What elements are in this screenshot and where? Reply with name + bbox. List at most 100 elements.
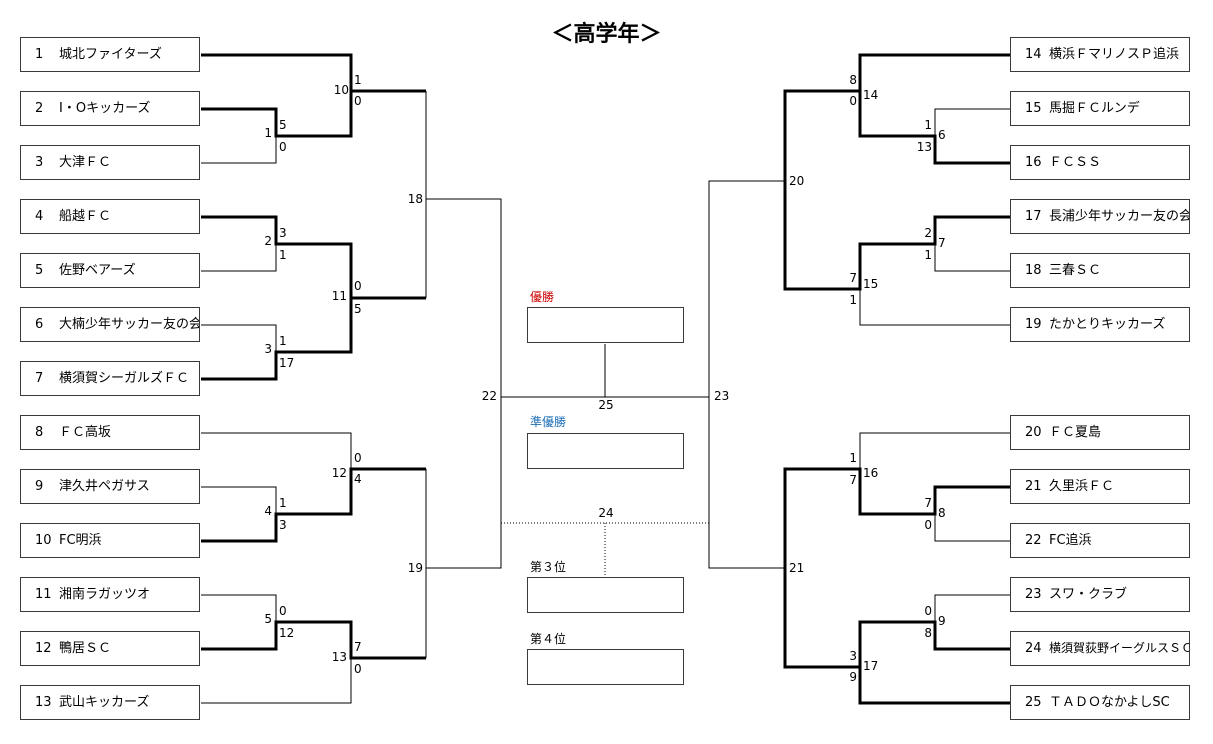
bracket-line	[201, 620, 426, 660]
team-box: 1 城北ファイターズ	[20, 37, 200, 72]
bracket-line	[201, 215, 426, 300]
match-score: 1	[279, 496, 287, 510]
team-name: 長浦少年サッカー友の会	[1049, 209, 1190, 224]
match-score: 0	[354, 279, 362, 293]
bracket-line	[783, 467, 1010, 568]
match-score: 7	[849, 473, 857, 487]
team-number: 23	[1025, 587, 1042, 602]
team-box: 4 船越ＦＣ	[20, 199, 200, 234]
match-number: 9	[938, 614, 946, 628]
match-number: 20	[789, 174, 804, 188]
bracket-line	[426, 198, 502, 397]
team-number: 5	[35, 263, 44, 278]
match-score: 1	[924, 248, 932, 262]
match-score: 1	[279, 334, 287, 348]
team-number: 24	[1025, 641, 1042, 656]
bracket-labels: 1502313117413501210101105120413701819222…	[264, 73, 945, 684]
team-name: ＦＣＳＳ	[1049, 155, 1102, 170]
bracket-line	[201, 324, 277, 352]
match-number: 16	[863, 466, 878, 480]
bracket-line	[934, 244, 1010, 272]
team-name: スワ・クラブ	[1049, 587, 1128, 602]
team-name: FC追浜	[1049, 533, 1092, 548]
bracket-line	[783, 568, 1010, 669]
team-name: 馬掘ＦＣルンデ	[1049, 101, 1140, 116]
bracket-line	[708, 397, 786, 569]
match-number: 10	[334, 83, 349, 97]
team-number: 1	[35, 47, 44, 62]
match-score: 8	[924, 626, 932, 640]
match-score: 0	[279, 604, 287, 618]
match-score: 5	[279, 118, 287, 132]
match-number: 1	[264, 126, 272, 140]
match-number: 19	[408, 561, 423, 575]
match-number: 7	[938, 236, 946, 250]
dotted-lines	[501, 522, 709, 577]
bracket-line	[858, 91, 1010, 165]
match-score: 2	[924, 226, 932, 240]
team-name: 横須賀荻野イーグルスＳＣ	[1049, 641, 1190, 655]
match-score: 0	[354, 451, 362, 465]
team-box: 17 長浦少年サッカー友の会	[1010, 199, 1190, 234]
team-name: たかとりキッカーズ	[1049, 317, 1166, 332]
match-number: 17	[863, 659, 878, 673]
team-name: FC明浜	[59, 533, 102, 548]
match-number: 13	[332, 650, 347, 664]
team-name: 津久井ペガサス	[59, 479, 150, 494]
team-number: 9	[35, 479, 44, 494]
bracket-line	[201, 53, 426, 93]
match-number: 11	[332, 289, 347, 303]
team-number: 8	[35, 425, 44, 440]
bracket-line	[859, 289, 1010, 326]
match-number: 12	[332, 466, 347, 480]
team-name: 鴨居ＳＣ	[59, 641, 112, 656]
team-number: 7	[35, 371, 44, 386]
match-number: 5	[264, 612, 272, 626]
team-box: 23 スワ・クラブ	[1010, 577, 1190, 612]
bracket-line	[201, 136, 277, 164]
team-number: 17	[1025, 209, 1042, 224]
bracket-line	[201, 658, 352, 704]
team-box: 2 I・Oキッカーズ	[20, 91, 200, 126]
third-place-label: 第３位	[530, 560, 567, 574]
team-number: 21	[1025, 479, 1042, 494]
match-score: 1	[849, 293, 857, 307]
team-number: 4	[35, 209, 44, 224]
match-score: 0	[279, 140, 287, 154]
bracket-line	[934, 594, 1010, 622]
team-number: 16	[1025, 155, 1042, 170]
team-name: 城北ファイターズ	[59, 47, 162, 62]
bracket-line	[708, 91, 786, 397]
team-number: 3	[35, 155, 44, 170]
fourth-place-label: 第４位	[530, 632, 567, 646]
team-number: 6	[35, 317, 44, 332]
bracket-line	[201, 467, 426, 543]
page-title: ＜高学年＞	[551, 22, 662, 47]
team-name: ＦＣ夏島	[1049, 425, 1102, 440]
match-score: 4	[354, 472, 362, 486]
bracket-line	[934, 514, 1010, 542]
bracket-line	[783, 181, 1010, 291]
bracket-line	[201, 432, 352, 469]
match-score: 3	[279, 518, 287, 532]
team-name: I・Oキッカーズ	[59, 101, 151, 116]
match-score: 0	[849, 94, 857, 108]
team-number: 2	[35, 101, 44, 116]
team-name: 船越ＦＣ	[59, 209, 112, 224]
match-score: 5	[354, 302, 362, 316]
team-name: 三春ＳＣ	[1049, 263, 1102, 278]
match-number: 4	[264, 504, 272, 518]
